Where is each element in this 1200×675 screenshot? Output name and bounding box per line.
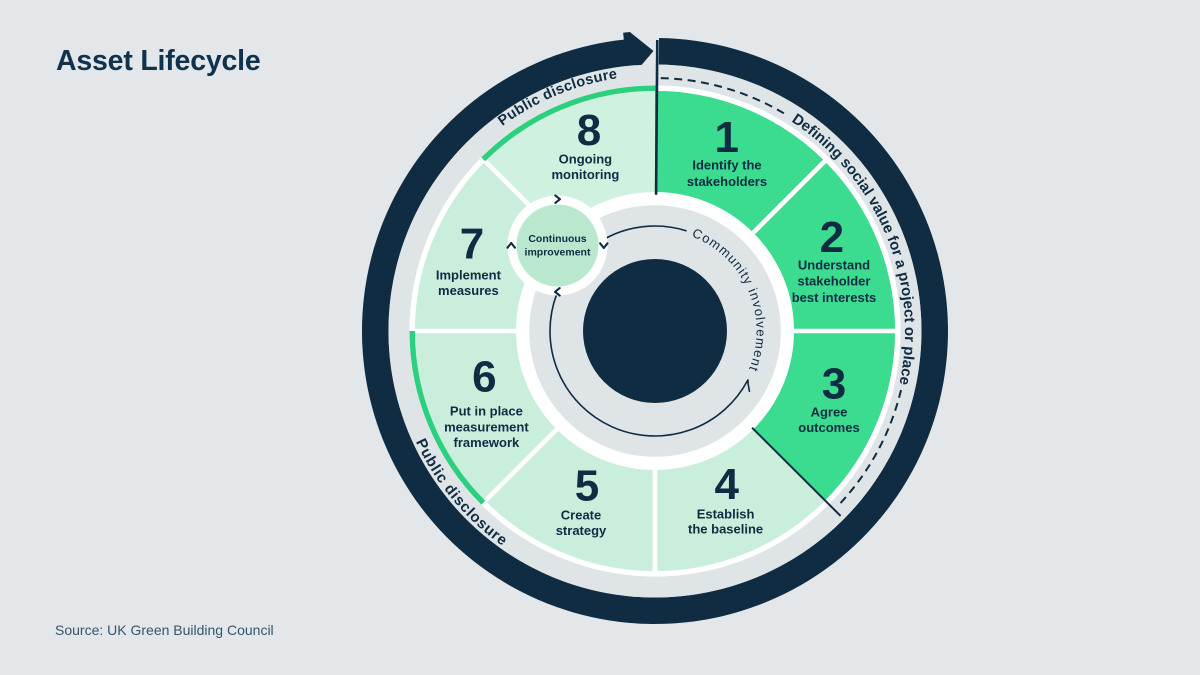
svg-text:4: 4: [714, 460, 739, 509]
svg-text:2: 2: [820, 213, 844, 262]
svg-text:strategy: strategy: [556, 523, 607, 538]
svg-text:5: 5: [575, 462, 599, 511]
svg-text:Source: UK Green Building Coun: Source: UK Green Building Council: [55, 622, 274, 638]
svg-text:Ongoing: Ongoing: [559, 152, 612, 167]
svg-text:Understand: Understand: [798, 257, 870, 272]
svg-text:8: 8: [577, 106, 601, 155]
svg-text:improvement: improvement: [525, 247, 591, 259]
svg-text:1: 1: [714, 113, 738, 162]
svg-text:the baseline: the baseline: [688, 522, 763, 537]
svg-text:monitoring: monitoring: [551, 167, 619, 182]
svg-text:Asset Lifecycle: Asset Lifecycle: [56, 45, 261, 77]
svg-text:stakeholder: stakeholder: [798, 274, 871, 289]
svg-text:Establish: Establish: [697, 506, 755, 521]
svg-text:Continuous: Continuous: [528, 233, 586, 245]
svg-text:7: 7: [460, 220, 484, 269]
svg-text:stakeholders: stakeholders: [687, 174, 767, 189]
svg-text:framework: framework: [454, 435, 521, 450]
svg-text:Create: Create: [561, 508, 601, 523]
svg-text:3: 3: [822, 359, 846, 408]
svg-text:measures: measures: [438, 283, 499, 298]
svg-text:Identify the: Identify the: [692, 158, 761, 173]
svg-text:6: 6: [472, 352, 496, 401]
svg-text:outcomes: outcomes: [798, 420, 859, 435]
svg-text:Implement: Implement: [436, 268, 502, 283]
svg-text:measurement: measurement: [444, 419, 529, 434]
svg-text:Put in place: Put in place: [450, 404, 523, 419]
svg-text:Agree: Agree: [811, 405, 848, 420]
svg-text:best interests: best interests: [792, 290, 877, 305]
